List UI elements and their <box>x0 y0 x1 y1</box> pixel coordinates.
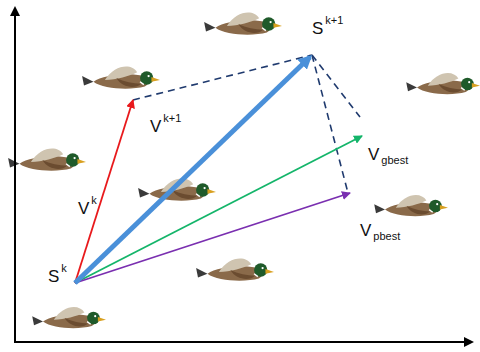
vector-symbol: V <box>360 222 371 239</box>
vector-symbol: V <box>78 200 89 217</box>
vector-symbol: V <box>368 146 379 163</box>
iteration-superscript: k <box>91 195 97 206</box>
vectors <box>75 57 362 283</box>
vector-subscript: pbest <box>373 231 400 242</box>
axes <box>14 8 472 342</box>
iteration-superscript: k+1 <box>325 15 343 26</box>
vector-symbol: V <box>150 118 161 135</box>
iteration-superscript: k+1 <box>163 113 181 124</box>
point-symbol: S <box>48 268 59 285</box>
iteration-superscript: k <box>61 263 67 274</box>
point-symbol: S <box>312 20 323 37</box>
dashed-parallelogram <box>133 55 360 193</box>
duck-pictures <box>8 12 480 328</box>
vector-subscript: gbest <box>381 155 408 166</box>
